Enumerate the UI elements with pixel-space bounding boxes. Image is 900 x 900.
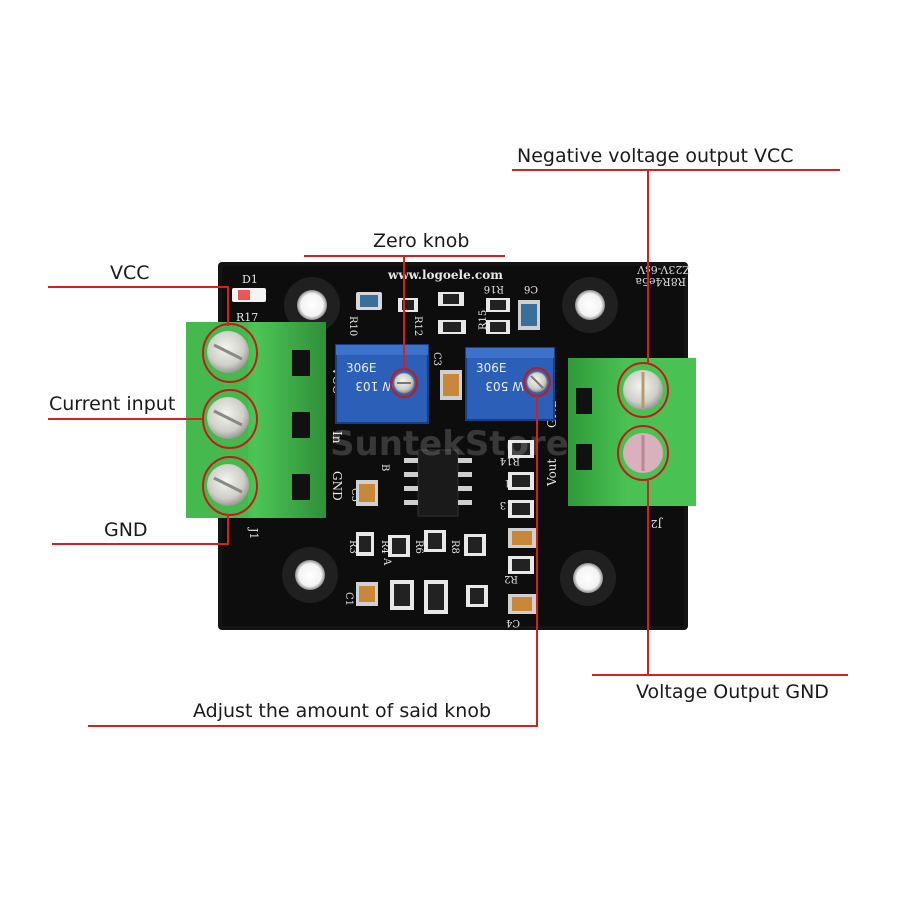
silk-r12: R12 (412, 316, 423, 336)
silk-d1: D1 (242, 273, 258, 286)
silk-r2: R2 (504, 573, 518, 584)
silk-r17: R17 (236, 311, 258, 324)
silk-r4: R4 (379, 540, 390, 554)
label-negative-voltage-output-vcc: Negative voltage output VCC (517, 145, 794, 167)
terminal-block-output (568, 358, 696, 506)
svg-text:W 503: W 503 (485, 379, 524, 393)
highlight-circles (202, 323, 669, 516)
silk-r8: R8 (449, 540, 460, 554)
leader-gnd (52, 514, 229, 545)
potentiometer-zero: 306E W 103 (335, 344, 429, 424)
silk-c6: C6 (524, 283, 538, 294)
leader-vcc (48, 286, 229, 326)
silk-r15: R15 (478, 310, 489, 330)
label-voltage-output-gnd: Voltage Output GND (636, 681, 829, 703)
silk-r10: R10 (347, 316, 358, 336)
silk-c3: C3 (431, 352, 442, 366)
board-text-top-right: Z23V-6sV (636, 263, 690, 276)
silk-r6: R6 (413, 540, 424, 554)
label-zero-knob: Zero knob (373, 230, 470, 252)
silk-r14: R14 (500, 455, 520, 466)
leader-lines (48, 169, 848, 727)
silk-vout: Vout (545, 458, 559, 487)
watermark: SuntekStore (330, 424, 569, 464)
label-current-input: Current input (49, 393, 176, 415)
smd-components (356, 292, 540, 614)
silk-c1: C1 (343, 592, 354, 606)
silk-a: A (381, 557, 392, 566)
silk-r16: R16 (484, 283, 504, 294)
ic-chip (404, 449, 472, 517)
board-url: www.logoele.com (387, 268, 503, 282)
leader-adjust (88, 396, 538, 727)
board-text-top-right-2: R8R4e5a (635, 275, 686, 288)
svg-text:306E: 306E (476, 361, 507, 375)
silk-j1: J1 (247, 527, 260, 539)
label-gnd: GND (104, 519, 148, 541)
silk-c4: C4 (506, 617, 520, 628)
pcb-board: www.logoele.com Z23V-6sV R8R4e5a D1 R17 … (218, 262, 690, 630)
label-adjust-knob: Adjust the amount of said knob (193, 700, 492, 722)
silk-gnd: GND (330, 471, 344, 501)
svg-text:306E: 306E (346, 361, 377, 375)
svg-text:W 103: W 103 (355, 379, 394, 393)
silk-in: In (330, 431, 344, 444)
silk-r3: R3 (347, 540, 358, 554)
label-vcc: VCC (110, 262, 150, 284)
potentiometer-span: 306E W 503 (465, 347, 555, 421)
silk-c5: C5 (349, 488, 360, 502)
silk-b: B (379, 464, 390, 471)
silk-j2: J2 (651, 517, 663, 530)
